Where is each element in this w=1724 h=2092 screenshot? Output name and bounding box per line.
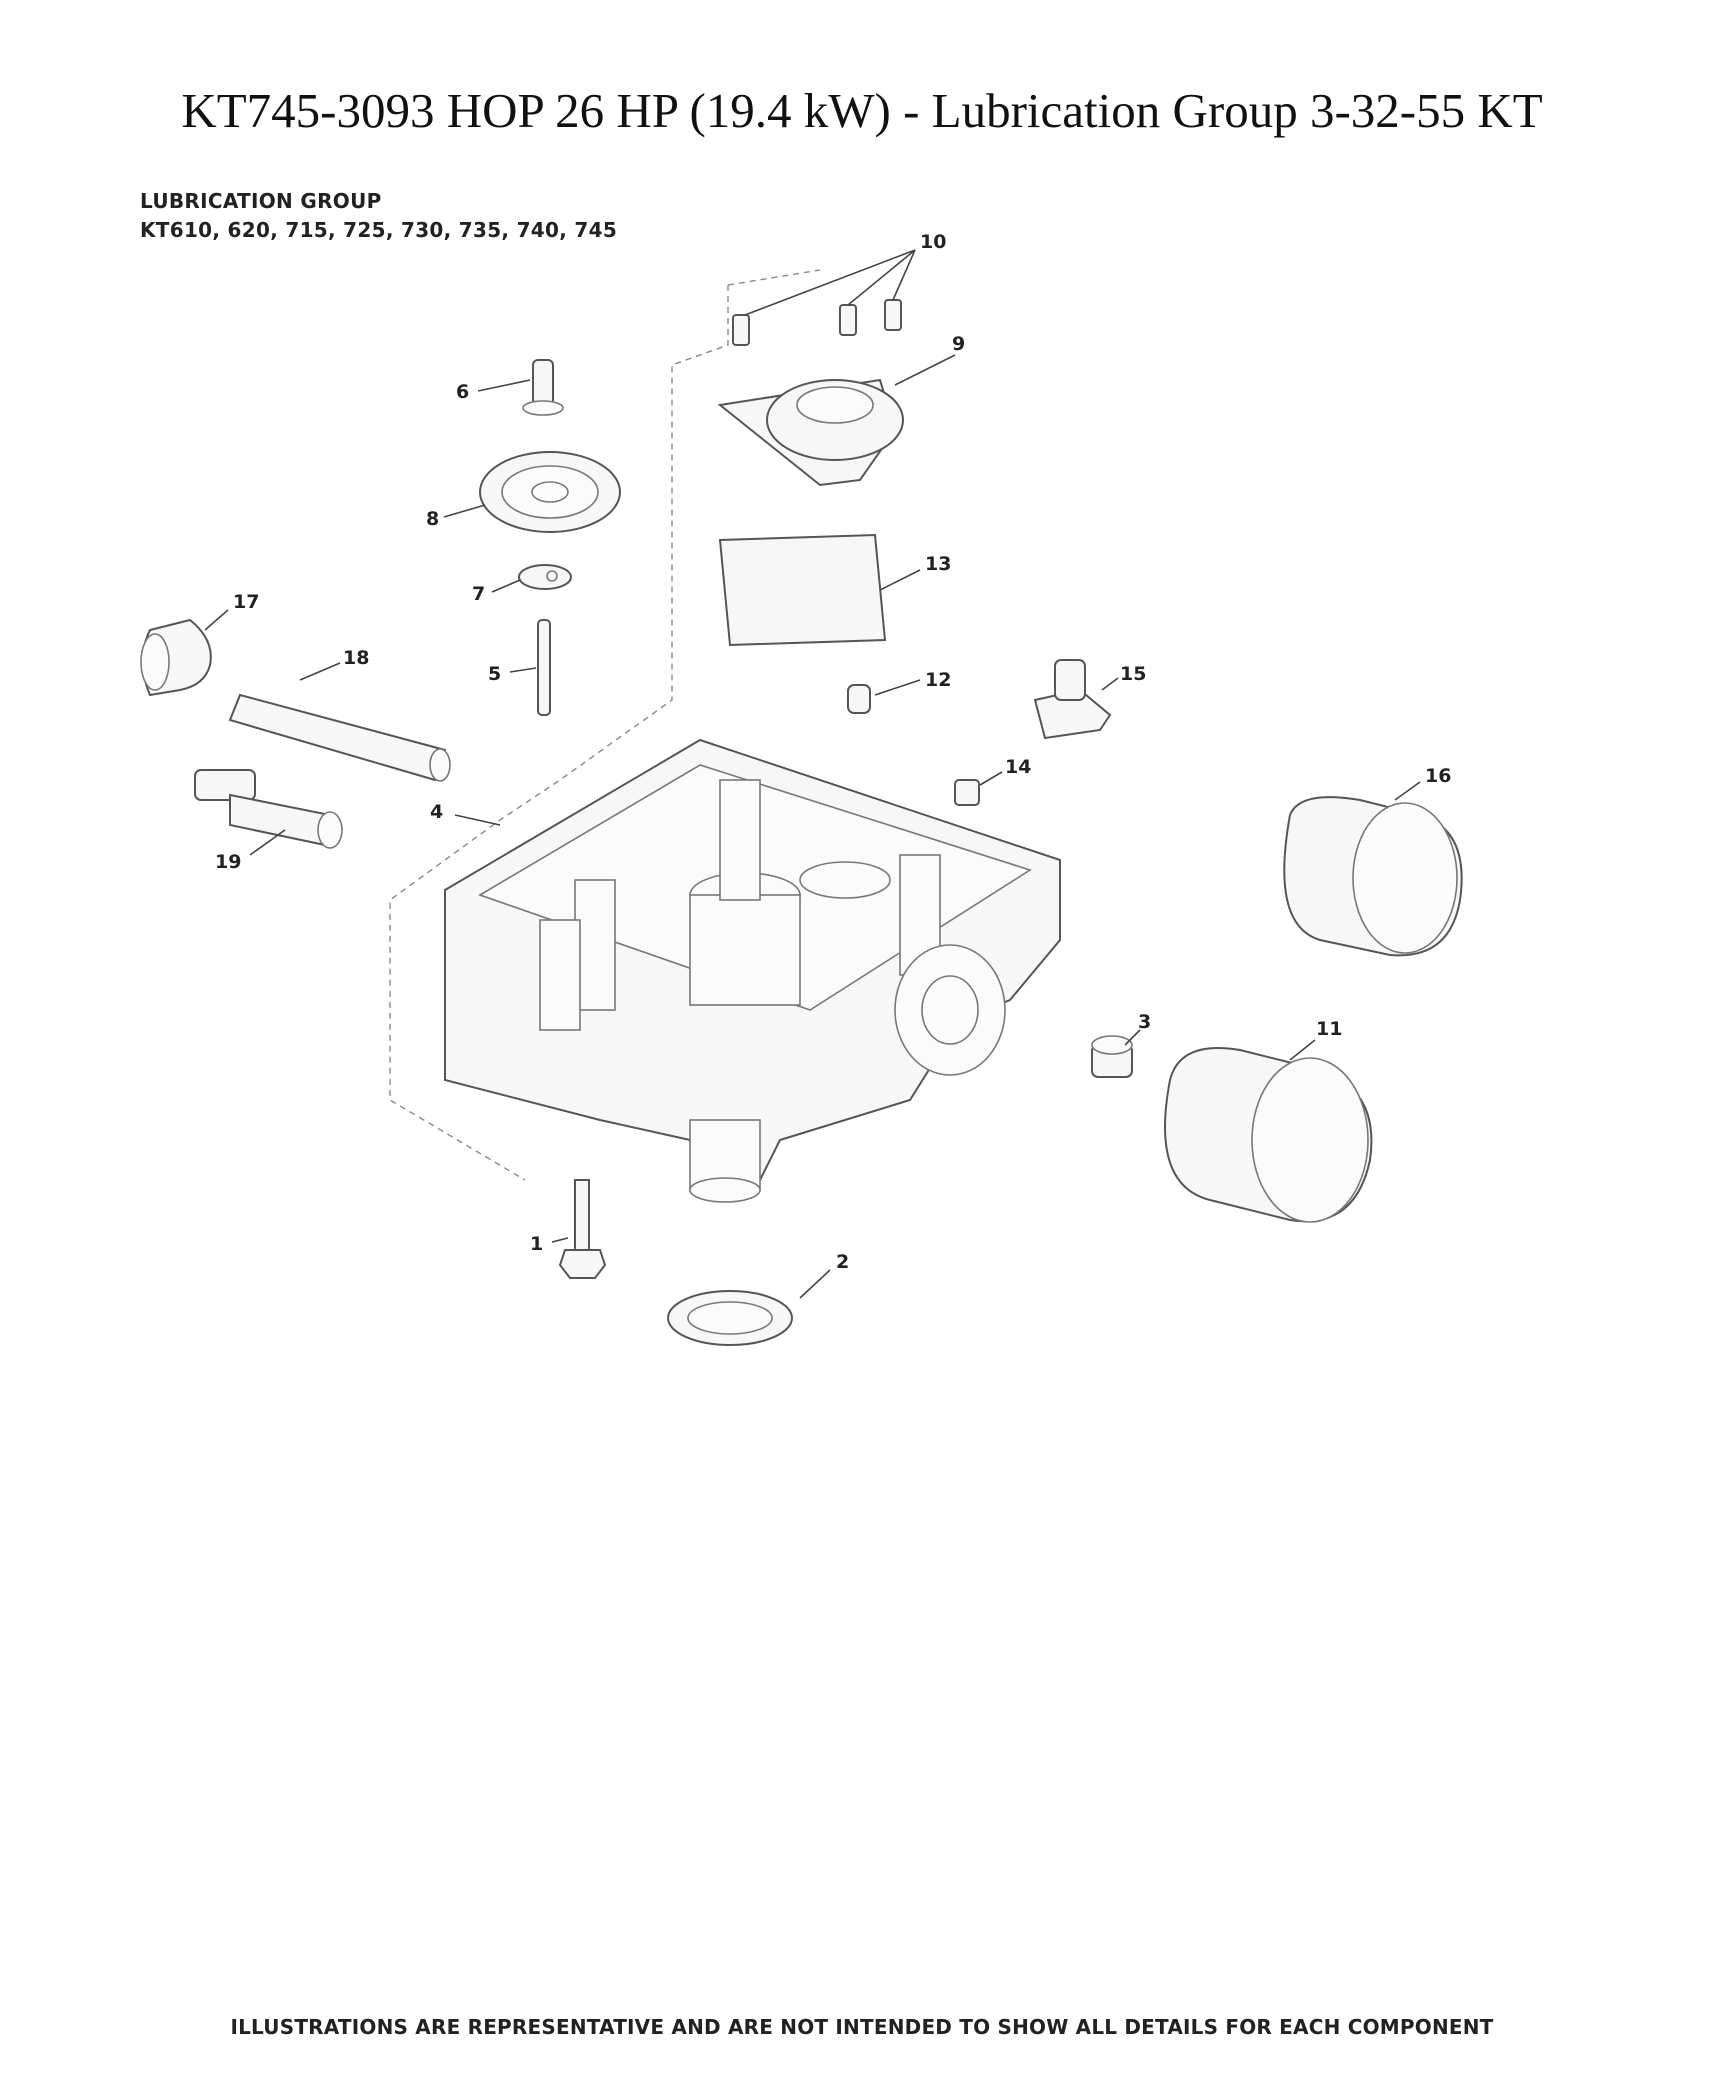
page-title: KT745-3093 HOP 26 HP (19.4 kW) - Lubrica…: [181, 83, 1543, 138]
fitting: [1091, 1035, 1133, 1078]
plug: [954, 779, 980, 806]
callout-2: 2: [836, 1251, 849, 1273]
callout-17: 17: [233, 591, 259, 613]
callout-3: 3: [1138, 1011, 1151, 1033]
oil-filter: [1164, 1047, 1373, 1223]
callout-10: 10: [920, 231, 946, 253]
shaft: [522, 359, 564, 416]
oil-seal: [667, 1290, 793, 1346]
callout-6: 6: [456, 381, 469, 403]
callout-9: 9: [952, 333, 965, 355]
bushing: [140, 618, 212, 697]
bolt: [558, 1179, 607, 1279]
callout-11: 11: [1316, 1018, 1342, 1040]
oil-pan: [444, 738, 1061, 1203]
callout-8: 8: [426, 508, 439, 530]
screws: [732, 299, 902, 346]
callout-19: 19: [215, 851, 241, 873]
callout-18: 18: [343, 647, 369, 669]
group-heading: LUBRICATION GROUP: [140, 189, 382, 213]
tube: [228, 693, 451, 782]
pin: [537, 619, 551, 716]
gear: [479, 451, 621, 533]
drain-valve: [194, 769, 343, 849]
group-outline: [389, 269, 821, 1181]
oil-pump-gear: [717, 378, 904, 487]
oil-pickup-screen: [718, 533, 887, 647]
callout-15: 15: [1120, 663, 1146, 685]
callout-13: 13: [925, 553, 951, 575]
callout-7: 7: [472, 583, 485, 605]
model-list: KT610, 620, 715, 725, 730, 735, 740, 745: [140, 218, 618, 242]
disclaimer: ILLUSTRATIONS ARE REPRESENTATIVE AND ARE…: [230, 2015, 1494, 2039]
leader-lines: [204, 249, 1421, 1299]
callout-1: 1: [530, 1233, 543, 1255]
washer: [518, 564, 572, 590]
oil-pressure-switch: [1033, 659, 1112, 740]
spring: [847, 684, 871, 714]
filter-cartridge: [1283, 796, 1463, 957]
callout-5: 5: [488, 663, 501, 685]
callout-16: 16: [1425, 765, 1451, 787]
callout-12: 12: [925, 669, 951, 691]
callout-14: 14: [1005, 756, 1031, 778]
callout-4: 4: [430, 801, 443, 823]
